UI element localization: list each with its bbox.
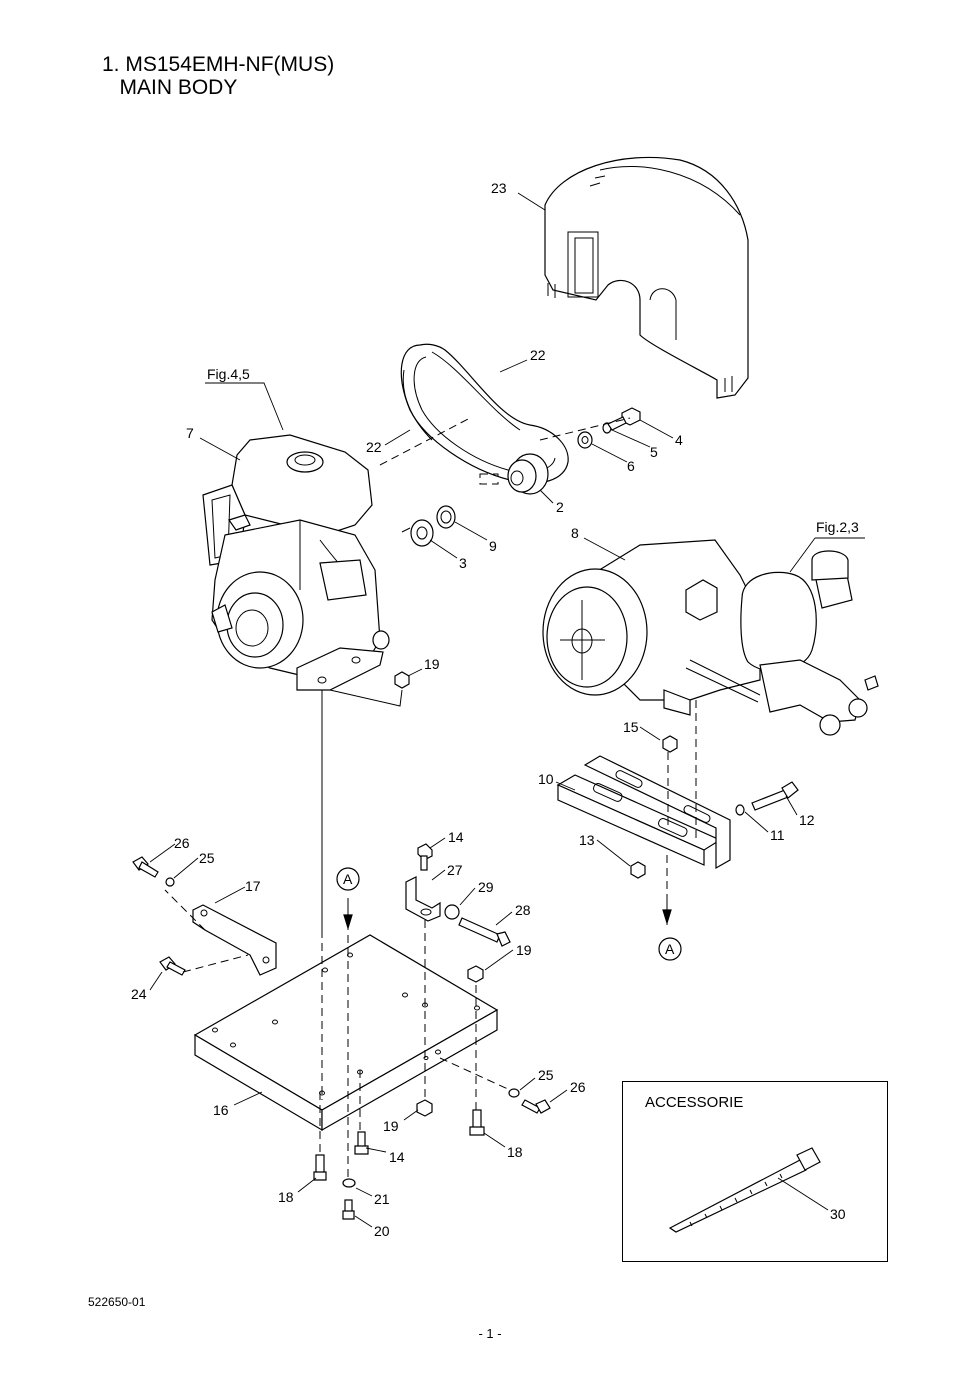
connector-a-top: A xyxy=(336,867,360,891)
callout-6: 6 xyxy=(627,458,635,474)
callout-18-right: 18 xyxy=(507,1144,523,1160)
callout-3: 3 xyxy=(459,555,467,571)
callout-7: 7 xyxy=(186,425,194,441)
connector-a-top-label: A xyxy=(343,871,353,887)
callout-2: 2 xyxy=(556,499,564,515)
callout-14-top: 14 xyxy=(448,829,464,845)
connector-a-right-label: A xyxy=(665,941,675,957)
callout-4: 4 xyxy=(675,432,683,448)
lower-fasteners xyxy=(313,671,551,1220)
callout-14-bottom: 14 xyxy=(389,1149,405,1165)
pump-assembly xyxy=(542,539,879,736)
callout-27: 27 xyxy=(447,862,463,878)
callout-26-right: 26 xyxy=(570,1079,586,1095)
callout-24: 24 xyxy=(131,986,147,1002)
callout-11: 11 xyxy=(770,827,785,843)
title-model: 1. MS154EMH-NF(MUS) xyxy=(102,53,335,76)
document-number: 522650-01 xyxy=(88,1295,146,1309)
engine-figure-ref: Fig.4,5 xyxy=(207,366,250,382)
belt-tension-bracket xyxy=(405,843,511,983)
title-section: MAIN BODY xyxy=(102,76,238,99)
callout-26-left: 26 xyxy=(174,835,190,851)
support-bracket xyxy=(132,856,277,976)
callout-20: 20 xyxy=(374,1223,390,1239)
pump-mounting-rails xyxy=(556,735,799,879)
alignment-lines xyxy=(164,417,697,1180)
cable-tie xyxy=(668,1147,821,1233)
pump-figure-ref: Fig.2,3 xyxy=(816,519,859,535)
callout-29: 29 xyxy=(478,879,494,895)
callout-30: 30 xyxy=(830,1206,846,1222)
callout-28: 28 xyxy=(515,902,531,918)
callout-23: 23 xyxy=(491,180,507,196)
callout-19-engine: 19 xyxy=(424,656,440,672)
callout-25-right: 25 xyxy=(538,1067,554,1083)
callout-21: 21 xyxy=(374,1191,390,1207)
callout-12: 12 xyxy=(799,812,815,828)
callout-9: 9 xyxy=(489,538,497,554)
callout-22-left: 22 xyxy=(366,439,382,455)
callout-17: 17 xyxy=(245,878,261,894)
connector-a-right: A xyxy=(658,937,682,961)
accessory-heading: ACCESSORIE xyxy=(645,1094,744,1111)
callout-19-bottom: 19 xyxy=(383,1118,399,1134)
engine-assembly xyxy=(202,434,390,691)
page-title: 1. MS154EMH-NF(MUS) MAIN BODY xyxy=(102,53,334,99)
v-belt-pair xyxy=(400,343,569,484)
base-plate xyxy=(193,934,499,1132)
callout-10: 10 xyxy=(538,771,554,787)
callout-5: 5 xyxy=(650,444,658,460)
engine-pulley xyxy=(479,453,549,495)
accessory-box xyxy=(622,1081,888,1262)
callout-labels: 23 22 22 Fig.4,5 7 4 5 6 2 9 3 8 Fig.2,3… xyxy=(131,180,859,1239)
callout-25-left: 25 xyxy=(199,850,215,866)
callout-15: 15 xyxy=(623,719,639,735)
callout-8: 8 xyxy=(571,525,579,541)
belt-cover xyxy=(544,156,749,399)
callout-18-left: 18 xyxy=(278,1189,294,1205)
callout-13: 13 xyxy=(579,832,595,848)
leader-lines xyxy=(149,192,865,1228)
callout-22-top: 22 xyxy=(530,347,546,363)
callout-19-right: 19 xyxy=(516,942,532,958)
callout-16: 16 xyxy=(213,1102,229,1118)
page-number: - 1 - xyxy=(478,1326,502,1341)
